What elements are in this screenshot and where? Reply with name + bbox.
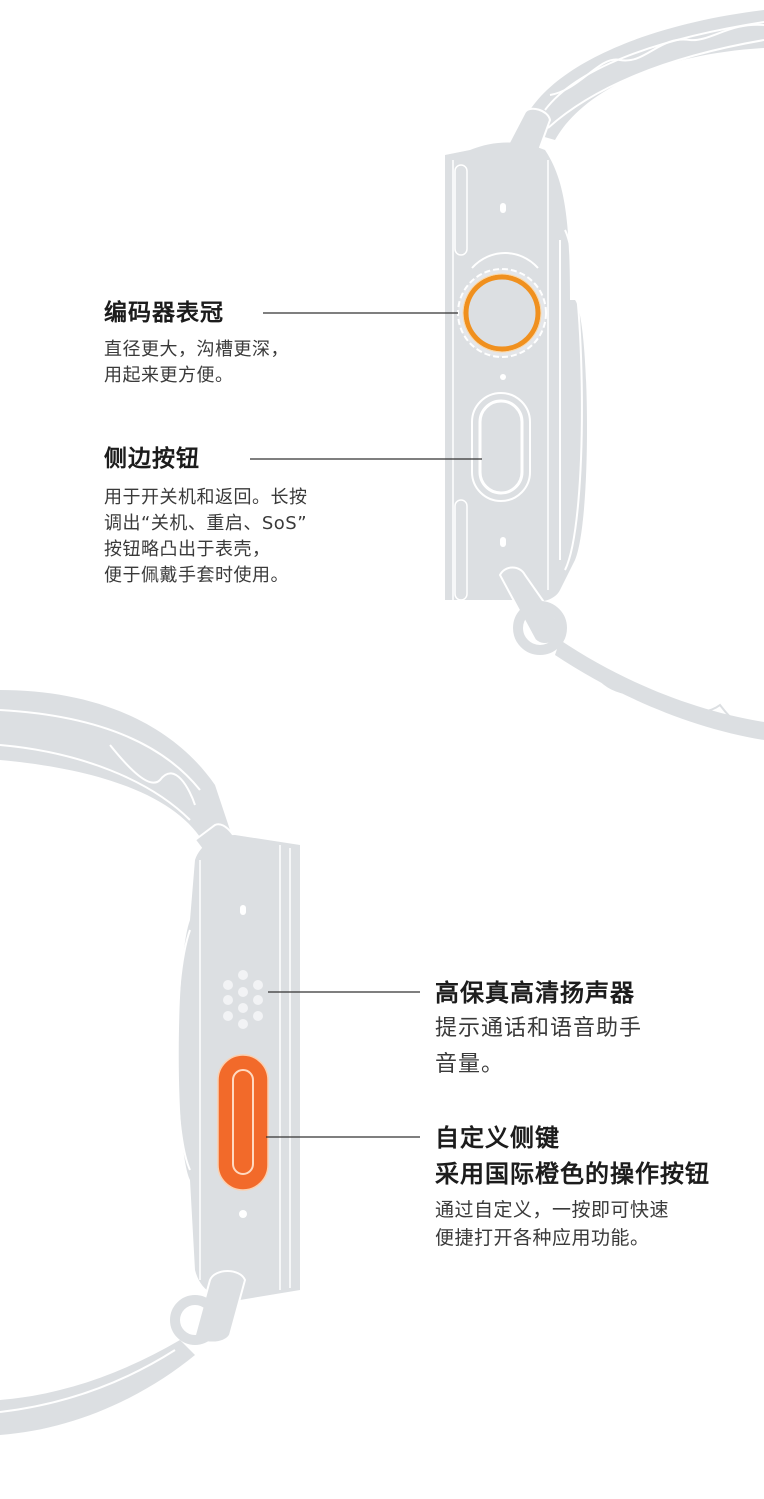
speaker-callout: 高保真高清扬声器 提示通话和语音助手 音量。 — [435, 975, 642, 1083]
action-button-icon — [217, 1054, 269, 1191]
crown-title: 编码器表冠 — [104, 300, 224, 326]
side-button-desc-line: 按钮略凸出于表壳， — [104, 539, 271, 560]
crown-desc-line: 直径更大，沟槽更深， — [104, 339, 289, 360]
side-button-desc-line: 便于佩戴手套时使用。 — [104, 565, 289, 586]
speaker-title: 高保真高清扬声器 — [435, 979, 635, 1007]
bottom-watch-body-icon — [175, 835, 300, 1300]
side-button-icon — [471, 392, 531, 502]
speaker-desc-line: 提示通话和语音助手 — [435, 1016, 643, 1041]
action-button-desc-line: 通过自定义，一按即可快速 — [435, 1199, 670, 1221]
crown-desc-line: 用起来更方便。 — [104, 365, 234, 386]
bottom-band-bottom-icon — [0, 1270, 247, 1435]
action-button-title: 自定义侧键 采用国际橙色的操作按钮 — [435, 1120, 710, 1192]
crown-callout: 编码器表冠 直径更大，沟槽更深， 用起来更方便。 — [104, 297, 289, 389]
action-button-title-line: 自定义侧键 — [435, 1124, 560, 1152]
speaker-grille-icon — [223, 970, 263, 1029]
action-button-desc-line: 便捷打开各种应用功能。 — [435, 1227, 650, 1249]
top-band-bottom-icon — [498, 566, 764, 740]
side-button-desc-line: 调出“关机、重启、SoS” — [104, 513, 308, 534]
action-button-title-line: 采用国际橙色的操作按钮 — [435, 1160, 710, 1188]
side-button-title: 侧边按钮 — [104, 446, 200, 472]
side-button-callout: 侧边按钮 用于开关机和返回。长按 调出“关机、重启、SoS” 按钮略凸出于表壳，… — [104, 443, 308, 589]
speaker-desc-line: 音量。 — [435, 1052, 505, 1077]
top-watch-body-icon — [445, 142, 588, 602]
side-button-desc-line: 用于开关机和返回。长按 — [104, 487, 308, 508]
action-button-callout: 自定义侧键 采用国际橙色的操作按钮 通过自定义，一按即可快速 便捷打开各种应用功… — [435, 1120, 710, 1252]
digital-crown-icon — [457, 268, 547, 358]
